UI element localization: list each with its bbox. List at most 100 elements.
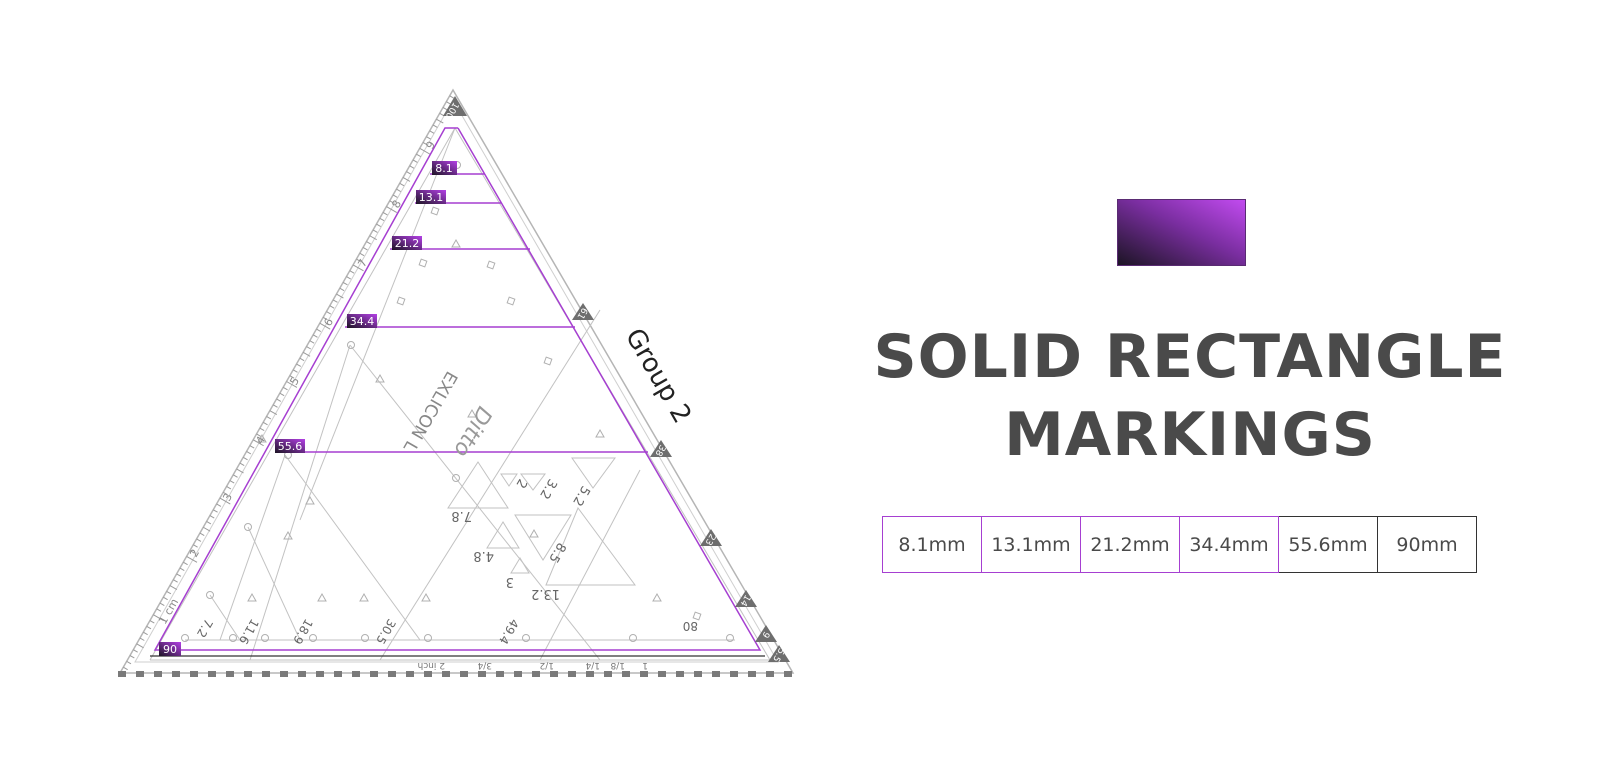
ruler-tick <box>362 246 368 251</box>
ruler-tick <box>356 258 362 262</box>
marking-tag-34.4 <box>347 314 377 328</box>
ruler-tick <box>366 241 372 245</box>
ruler-tick <box>129 655 135 659</box>
ruler-tick <box>153 614 164 622</box>
ruler-tick <box>392 194 398 198</box>
svg-text:23: 23 <box>703 532 717 547</box>
ruler-tick <box>422 142 428 146</box>
ruler-tick <box>412 159 418 163</box>
ruler-tick <box>139 637 145 641</box>
marking-tag-55.6-label: 55.6 <box>278 440 303 453</box>
ruler-tick <box>222 491 228 496</box>
svg-text:3/4: 3/4 <box>477 660 492 670</box>
ruler-tick <box>339 287 345 292</box>
ruler-tick <box>166 590 172 595</box>
svg-text:13.2: 13.2 <box>531 586 560 601</box>
ruler-tick <box>186 555 198 563</box>
marking-tag-21.2 <box>392 236 422 250</box>
ruler-tick <box>349 270 355 274</box>
marking-tag-8.1-label: 8.1 <box>435 162 453 175</box>
ruler-tick <box>209 515 215 519</box>
ruler-tick <box>369 235 377 241</box>
marking-tag-13.1-label: 13.1 <box>419 191 444 204</box>
ruler-tick <box>442 107 448 111</box>
triangle-ruler-diagram: 8.1 13.1 21.2 34.4 55.6 90 Group 2 EXLIC… <box>118 88 795 677</box>
ruler-tick <box>302 351 311 357</box>
svg-text:1: 1 <box>642 660 648 670</box>
ruler-tick <box>229 480 235 484</box>
ruler-tick <box>402 177 411 182</box>
ruler-tick <box>352 264 364 272</box>
size-cell: 34.4mm <box>1179 516 1279 573</box>
ruler-tick <box>173 579 178 583</box>
ruler-tick <box>176 573 182 577</box>
ruler-tick <box>426 136 431 140</box>
alignment-markers <box>181 161 734 642</box>
svg-text:1/2: 1/2 <box>540 660 554 670</box>
ruler-tick <box>332 299 338 303</box>
ruler-tick <box>386 206 398 213</box>
ruler-tick <box>306 346 312 350</box>
ruler-tick <box>322 316 328 321</box>
marking-tag-8.1 <box>432 161 457 175</box>
marking-tag-90-label: 90 <box>163 643 177 656</box>
ruler-tick <box>296 363 302 367</box>
ruler-tick <box>409 165 415 169</box>
ruler-tick <box>372 229 378 233</box>
marking-tag-13.1 <box>416 190 446 204</box>
size-cell: 8.1mm <box>882 516 982 573</box>
ruler-tick <box>276 398 282 402</box>
ruler-tick <box>156 608 162 612</box>
ruler-tick <box>216 503 222 507</box>
ruler-tick <box>319 322 331 330</box>
ruler-tick <box>169 585 178 590</box>
ruler-tick <box>236 468 244 474</box>
ruler-tick <box>439 112 445 117</box>
ruler-tick <box>336 293 344 299</box>
ruler-tick <box>312 334 318 338</box>
ruler-tick <box>382 211 388 216</box>
ruler-tick <box>266 416 272 420</box>
ruler-tick <box>193 544 198 548</box>
ruler-tick <box>226 486 232 490</box>
title-line-1: SOLID RECTANGLE <box>873 322 1507 392</box>
ruler-tick <box>432 124 438 128</box>
corner-tabs <box>443 96 790 662</box>
svg-text:2 inch: 2 inch <box>418 660 445 670</box>
ruler-tick <box>179 567 185 571</box>
ruler-tick <box>346 276 352 280</box>
ruler-tick <box>326 311 332 315</box>
ruler-tick <box>219 497 231 505</box>
ruler-tick <box>199 532 205 536</box>
size-cell: 21.2mm <box>1080 516 1180 573</box>
ruler-tick <box>449 95 455 99</box>
svg-text:61: 61 <box>575 306 589 321</box>
ruler-tick <box>196 538 202 542</box>
svg-text:4.8: 4.8 <box>473 548 494 563</box>
ruler-tick <box>316 328 322 332</box>
ruler-tick <box>133 649 138 653</box>
ruler-tick <box>206 520 212 525</box>
ruler-tick <box>406 171 411 175</box>
size-row: 8.1mm 13.1mm 21.2mm 34.4mm 55.6mm 90mm <box>882 516 1477 573</box>
ruler-tick <box>262 421 268 426</box>
ruler-tick <box>163 596 168 601</box>
ruler-tick <box>212 509 218 513</box>
size-cell: 13.1mm <box>981 516 1081 573</box>
ruler-tick <box>242 456 248 461</box>
title-line-2: MARKINGS <box>1004 400 1376 470</box>
ruler-tick <box>149 620 155 624</box>
ruler-tick <box>143 631 148 636</box>
ruler-tick <box>232 474 238 478</box>
ruler-tick <box>282 386 288 391</box>
ruler-tick <box>286 381 298 388</box>
ruler-tick <box>292 369 298 373</box>
marking-tag-55.6 <box>275 439 305 453</box>
size-cell: 90mm <box>1377 516 1477 573</box>
ruler-tick <box>359 252 365 257</box>
ruler-tick <box>429 130 435 134</box>
size-cell: 55.6mm <box>1278 516 1378 573</box>
ruler-tick <box>279 392 285 397</box>
ruler-tick <box>183 561 188 566</box>
svg-text:80: 80 <box>683 619 698 633</box>
